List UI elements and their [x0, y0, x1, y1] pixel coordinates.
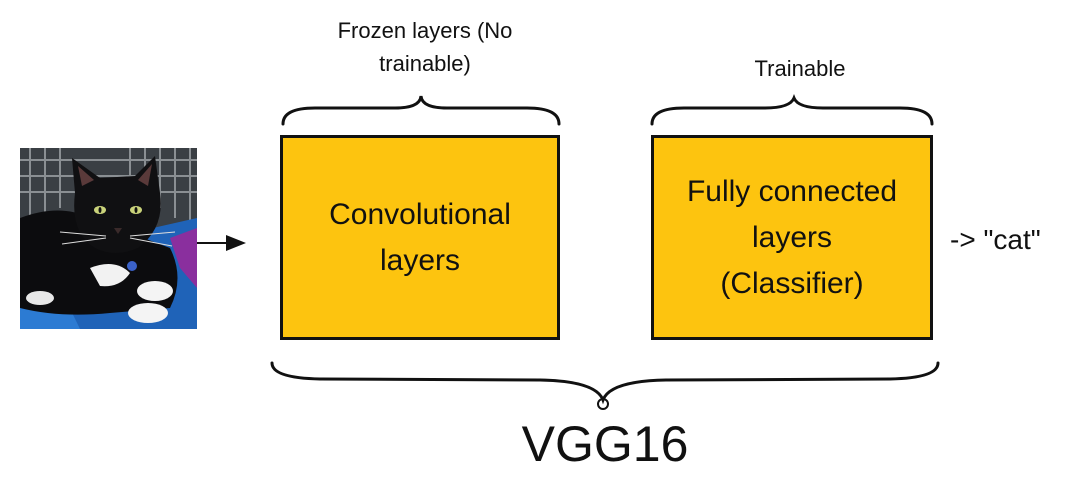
output-label: -> "cat" [950, 224, 1041, 255]
vgg16-brace-tip [597, 398, 609, 410]
trainable-label: Trainable [754, 56, 846, 81]
vgg16-label: VGG16 [521, 416, 689, 472]
fully-connected-layers-box: Fully connected layers (Classifier) [651, 135, 933, 340]
fully-connected-layers-text: Fully connected layers (Classifier) [686, 174, 898, 300]
vgg16-brace [270, 361, 940, 405]
input-arrow-head [226, 235, 246, 251]
frozen-brace [281, 95, 561, 126]
convolutional-layers-text: Convolutional layers [329, 197, 511, 277]
trainable-brace [650, 93, 934, 126]
convolutional-layers-box: Convolutional layers [280, 135, 560, 340]
frozen-layers-label: Frozen layers (No trainable) [337, 18, 513, 76]
cat-photo [20, 148, 197, 329]
